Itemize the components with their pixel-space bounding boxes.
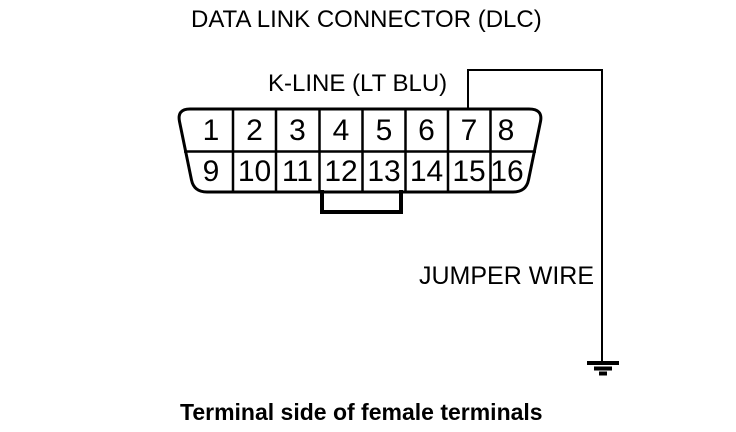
pin-16: 16 [490,155,523,188]
diagram-title: DATA LINK CONNECTOR (DLC) [191,6,542,33]
pin-2: 2 [246,114,263,147]
pin-6: 6 [418,114,435,147]
pin-13: 13 [367,155,400,188]
pin-1: 1 [203,114,220,147]
pin-11: 11 [282,155,313,188]
jumper-wire-label: JUMPER WIRE [419,262,594,290]
pin-numbers-top-row: 1 2 3 4 5 6 7 8 [203,114,515,147]
connector-outline [177,107,543,194]
pin-7: 7 [461,114,478,147]
jumper-wire-line [467,69,603,362]
grid-column-dividers [231,110,492,191]
pin-10: 10 [238,155,271,188]
pin-12: 12 [324,155,357,188]
pin-9: 9 [203,155,220,188]
pin-3: 3 [289,114,306,147]
kline-wire-label: K-LINE (LT BLU) [268,70,447,97]
pin-14: 14 [410,155,443,188]
pin-4: 4 [333,114,350,147]
caption-text: Terminal side of female terminals [180,399,543,425]
connector-locator-tab [320,190,403,214]
pin-numbers-bottom-row: 9 10 11 12 13 14 15 16 [203,155,524,188]
pin-5: 5 [376,114,393,147]
pin-8: 8 [498,114,515,147]
pin-15: 15 [452,155,485,188]
earth-ground-icon [587,361,619,376]
